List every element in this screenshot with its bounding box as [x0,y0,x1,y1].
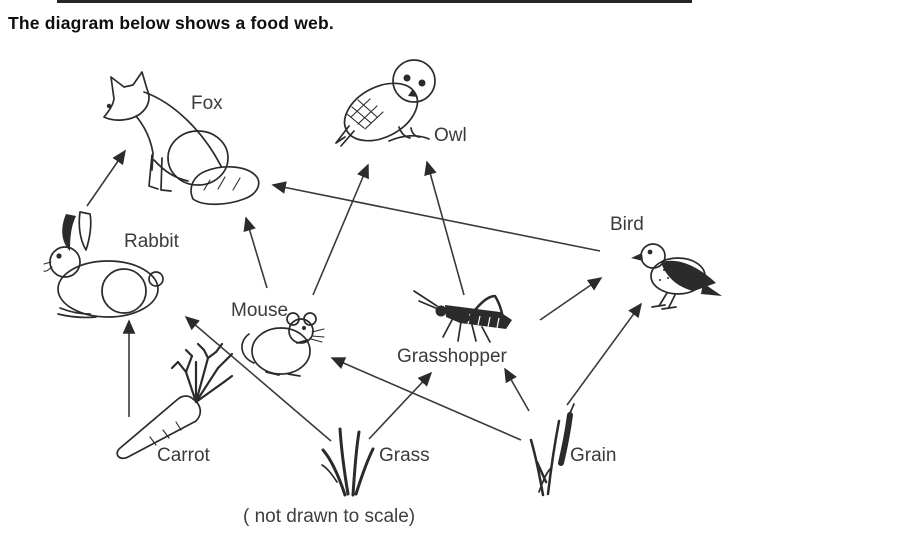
fox-label: Fox [191,93,223,114]
fox-illustration [103,71,260,206]
rabbit-illustration [43,211,164,319]
grass-label: Grass [379,445,430,466]
arrow-grasshopper-to-bird [539,277,603,321]
grass-illustration [321,427,375,497]
arrow-bird-to-fox [271,181,601,252]
carrot-label: Carrot [157,445,211,466]
arrow-mouse-to-owl [312,163,369,296]
rabbit-label: Rabbit [124,231,180,252]
arrow-rabbit-to-fox [86,149,126,207]
grasshopper-label: Grasshopper [397,346,508,367]
arrow-grain-to-mouse [330,357,522,441]
grain-illustration [529,403,575,497]
top-rule [57,0,692,3]
page-title: The diagram below shows a food web. [8,13,334,33]
arrow-grain-to-bird [566,302,642,406]
grasshopper-illustration [413,290,512,343]
arrow-grass-to-rabbit [184,315,332,442]
owl-label: Owl [434,125,467,146]
arrow-mouse-to-fox [243,216,268,289]
arrow-grasshopper-to-owl [424,160,465,296]
scale-note: ( not drawn to scale) [243,506,415,527]
owl-illustration [335,59,436,147]
edges-layer [86,149,642,442]
bird-illustration [631,243,722,310]
carrot-illustration [116,342,234,460]
mouse-illustration [241,312,325,377]
mouse-label: Mouse [231,300,288,321]
arrow-grass-to-grasshopper [368,371,433,440]
grain-label: Grain [570,445,616,466]
arrow-grain-to-grasshopper [504,367,530,412]
bird-label: Bird [610,214,644,235]
